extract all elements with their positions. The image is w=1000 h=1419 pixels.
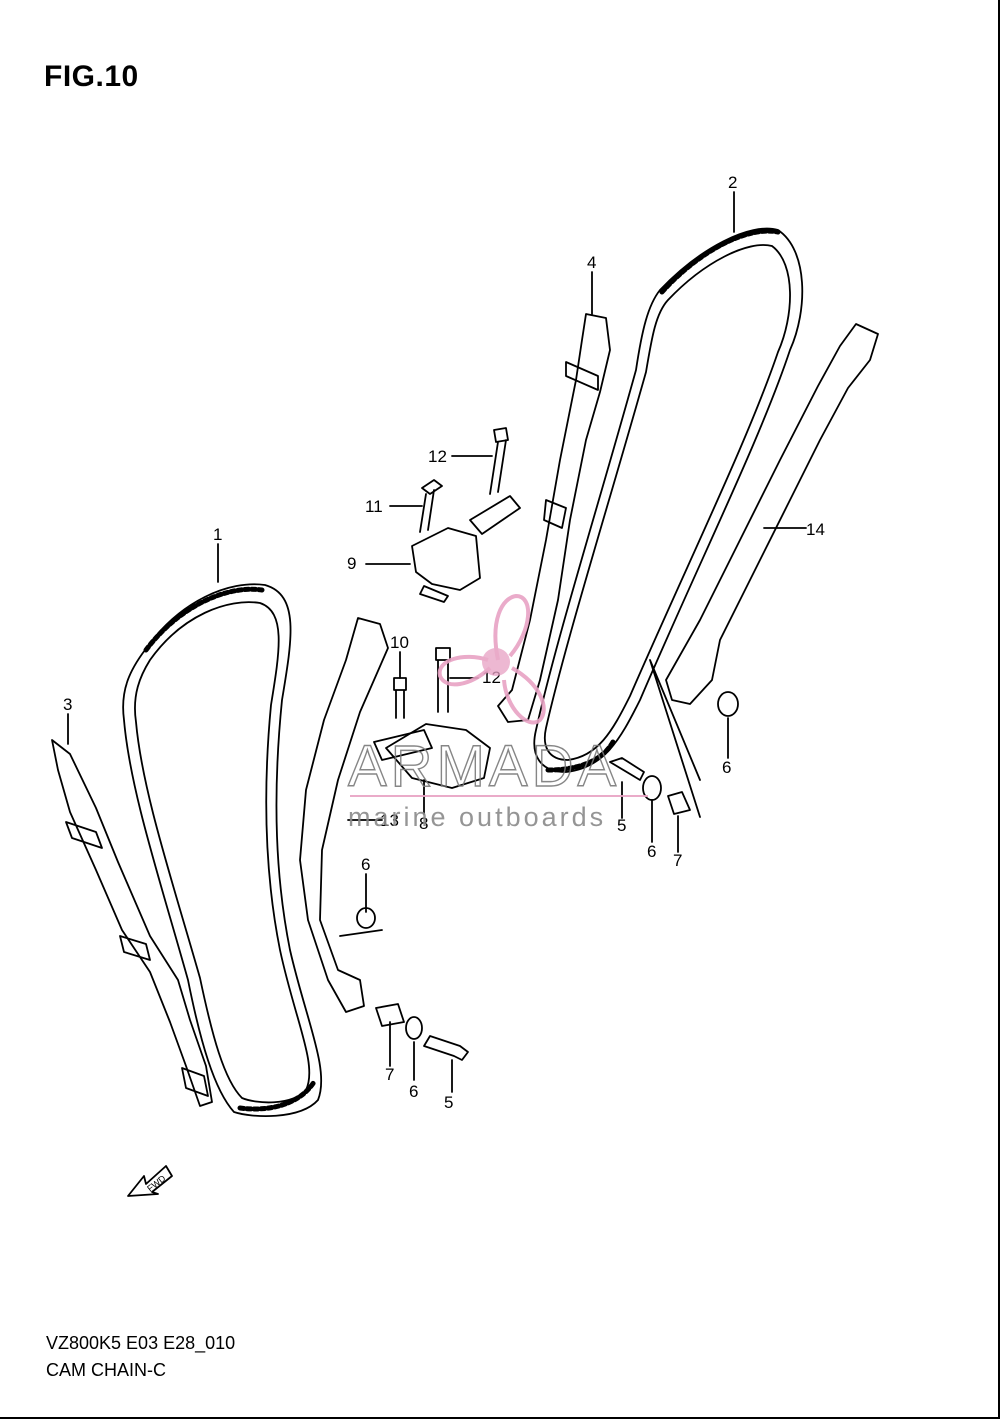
callout-6-left: 6 bbox=[409, 1082, 418, 1101]
callout-6-left-upper: 6 bbox=[361, 855, 370, 874]
bolt-right bbox=[609, 757, 645, 781]
callout-11: 11 bbox=[365, 497, 383, 516]
tensioner-upper bbox=[411, 527, 481, 591]
callout-7-left: 7 bbox=[385, 1065, 394, 1084]
callout-1: 1 bbox=[213, 525, 222, 544]
tensioner-lower bbox=[385, 723, 491, 789]
collar-left bbox=[375, 1003, 405, 1027]
callout-13: 13 bbox=[380, 811, 399, 830]
callout-9: 9 bbox=[347, 554, 356, 573]
washer-left bbox=[405, 1016, 423, 1040]
callout-7-right: 7 bbox=[673, 851, 682, 870]
callout-5-left: 5 bbox=[444, 1093, 453, 1112]
callout-4: 4 bbox=[587, 253, 596, 272]
fwd-arrow-icon: FWD bbox=[127, 1165, 173, 1197]
model-code: VZ800K5 E03 E28_010 bbox=[46, 1333, 236, 1353]
cam-chain-front-outer bbox=[533, 227, 804, 773]
chain-guide-front bbox=[497, 313, 611, 723]
bolt-left bbox=[423, 1035, 469, 1061]
bolt-11 bbox=[419, 479, 443, 533]
callout-10: 10 bbox=[390, 633, 409, 652]
callout-8: 8 bbox=[419, 814, 428, 833]
bolt-10 bbox=[393, 677, 407, 719]
bolt-12-upper bbox=[489, 427, 509, 495]
cam-chain-rear-inner bbox=[134, 601, 311, 1104]
tensioner-arm-rear bbox=[299, 617, 389, 1013]
watermark-brand: ARMADA bbox=[348, 734, 620, 799]
callout-6-mid: 6 bbox=[647, 842, 656, 861]
callout-12-upper: 12 bbox=[428, 447, 447, 466]
watermark-tagline: marine outboards bbox=[348, 802, 606, 832]
callout-2: 2 bbox=[728, 173, 737, 192]
callout-14: 14 bbox=[806, 520, 825, 539]
washer-far-right bbox=[717, 691, 739, 717]
figure-title: FIG.10 bbox=[44, 60, 139, 93]
tensioner-arm-front bbox=[665, 323, 879, 705]
armada-watermark: ARMADA marine outboards bbox=[347, 593, 648, 832]
propeller-logo-icon bbox=[437, 593, 546, 725]
cam-chain-rear-outer bbox=[122, 583, 323, 1118]
callout-5-right: 5 bbox=[617, 816, 626, 835]
callout-6-right: 6 bbox=[722, 758, 731, 777]
collar-right bbox=[667, 791, 691, 815]
diagram-name: CAM CHAIN-C bbox=[46, 1360, 166, 1380]
chain-guide-left bbox=[51, 739, 213, 1107]
callout-3: 3 bbox=[63, 695, 72, 714]
cam-chain-front-inner bbox=[544, 244, 791, 761]
